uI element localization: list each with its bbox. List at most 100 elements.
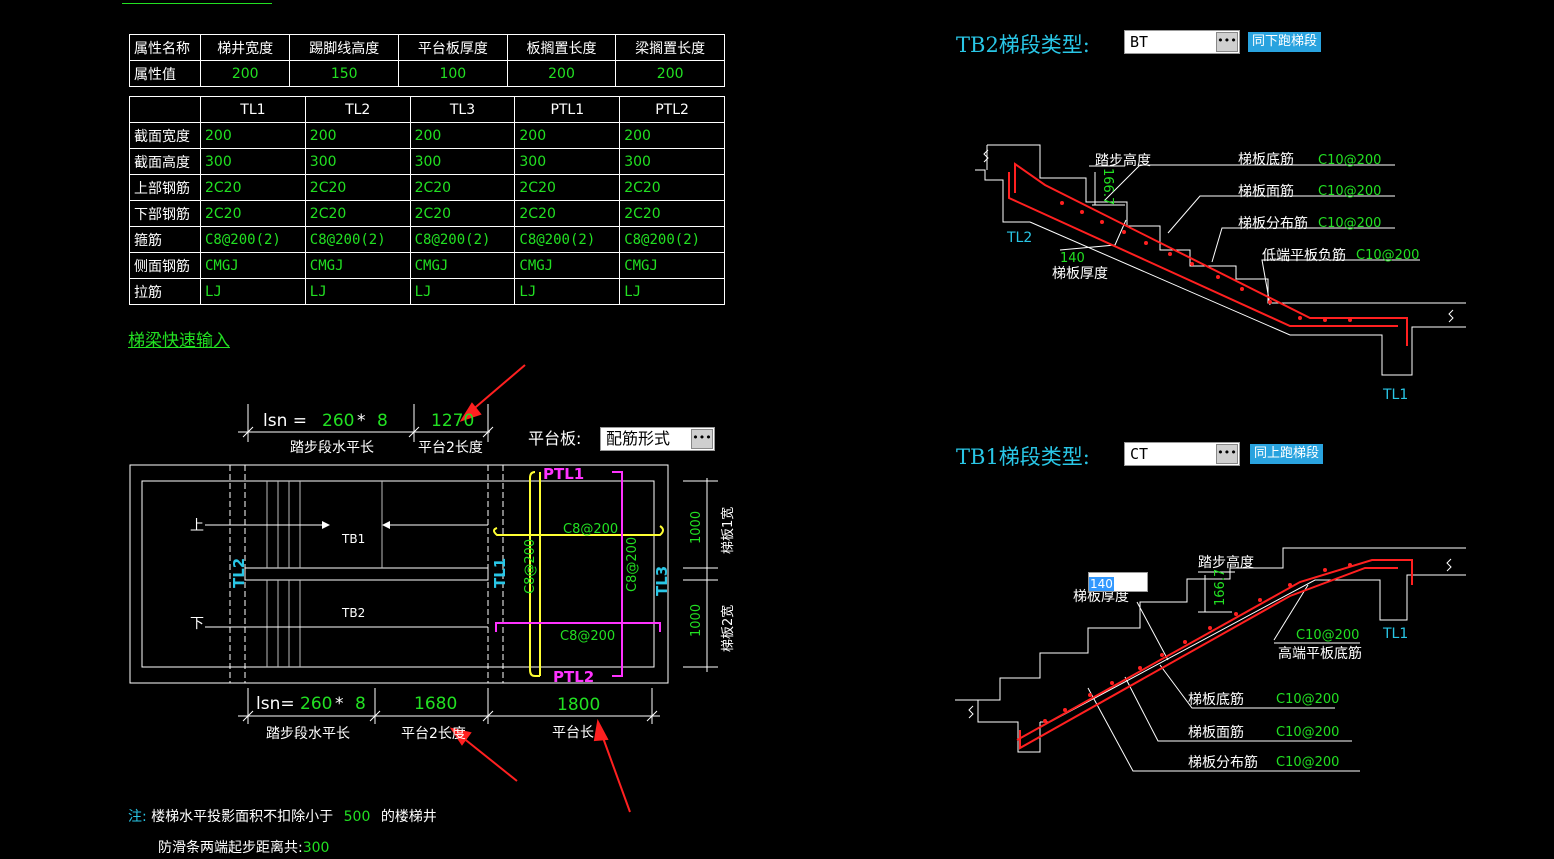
note1-prefix: 注:: [128, 809, 147, 825]
beam-cell[interactable]: 2C20: [619, 200, 725, 227]
beam-cell[interactable]: 2C20: [619, 174, 725, 201]
note1-value[interactable]: 500: [343, 809, 371, 825]
note2-text: 防滑条两端起步距离共:: [158, 840, 303, 856]
beam-cell[interactable]: CMGJ: [200, 252, 306, 279]
tb1-label-1-value[interactable]: C10@200: [1276, 725, 1339, 740]
beam-cell[interactable]: LJ: [514, 278, 621, 305]
attribute-header-row: 属性名称 梯井宽度 踢脚线高度 平台板厚度 板搁置长度 梁搁置长度: [129, 34, 725, 61]
platform-rebar-combo-value: 配筋形式: [606, 429, 671, 448]
plan-tl2-label: TL2: [230, 558, 248, 588]
note-line-1: 注: 楼梯水平投影面积不扣除小于 500 的楼梯井: [128, 806, 437, 826]
plan-tl3-label: TL3: [653, 566, 671, 596]
platform-board-label: 平台板:: [528, 429, 581, 448]
tb2-tl2-label: TL2: [1006, 230, 1032, 246]
tb2-type-more-icon[interactable]: •••: [1216, 32, 1238, 52]
tb2-label-0-value[interactable]: C10@200: [1318, 153, 1381, 168]
tb1-title: TB1梯段类型:: [956, 445, 1090, 469]
svg-text:*: *: [357, 411, 366, 431]
plan-rebar-v2[interactable]: C8@200: [625, 537, 640, 592]
attr-value-slab-thickness[interactable]: 100: [398, 60, 508, 87]
tb2-step-height-value[interactable]: 166.7: [1100, 168, 1115, 205]
tb1-thickness-input[interactable]: 140: [1088, 572, 1148, 592]
tb1-type-more-icon[interactable]: •••: [1216, 444, 1238, 464]
beam-cell[interactable]: LJ: [619, 278, 725, 305]
plan-bottom-platform2-length[interactable]: 1680: [414, 694, 457, 714]
plan-bottom-platform-length[interactable]: 1800: [557, 695, 600, 715]
svg-text:*: *: [335, 694, 344, 714]
beam-cell[interactable]: LJ: [304, 278, 411, 305]
svg-text:lsn =: lsn =: [263, 411, 307, 431]
tb2-type-combo[interactable]: BT •••: [1124, 30, 1240, 54]
beam-quick-input-link[interactable]: 梯梁快速输入: [128, 331, 230, 351]
beam-cell[interactable]: 2C20: [304, 200, 411, 227]
plan-top-step-count[interactable]: 8: [377, 411, 388, 431]
beam-cell[interactable]: C8@200(2): [304, 226, 411, 253]
plan-bottom-platform-label: 平台长: [552, 725, 594, 741]
plan-dim-1000a[interactable]: 1000: [689, 511, 704, 544]
beam-cell[interactable]: 200: [409, 122, 516, 149]
note2-value[interactable]: 300: [302, 840, 330, 856]
tb2-thickness-label: 梯板厚度: [1052, 266, 1108, 282]
attr-value-skirting-height[interactable]: 150: [289, 60, 400, 87]
attr-value-slab-bearing[interactable]: 200: [506, 60, 617, 87]
plan-top-step-label: 踏步段水平长: [290, 440, 374, 456]
plan-bottom-lsn-prefix: lsn=: [256, 694, 295, 714]
tb2-same-as-lower-button[interactable]: 同下跑梯段: [1248, 32, 1322, 52]
plan-rebar-top[interactable]: C8@200: [563, 522, 618, 537]
beam-cell[interactable]: 2C20: [409, 200, 516, 227]
tb1-high-rebar-label: 高端平板底筋: [1278, 645, 1362, 662]
beam-cell[interactable]: 300: [514, 148, 621, 175]
plan-top-platform2-length[interactable]: 1270: [431, 411, 474, 431]
plan-tb2-label: TB2: [341, 606, 365, 620]
tb1-label-0-value[interactable]: C10@200: [1276, 692, 1339, 707]
tb1-label-2-value[interactable]: C10@200: [1276, 755, 1339, 770]
beam-cell[interactable]: 300: [619, 148, 725, 175]
plan-top-step-width[interactable]: 260: [322, 411, 354, 431]
beam-cell[interactable]: LJ: [409, 278, 516, 305]
beam-cell[interactable]: LJ: [200, 278, 306, 305]
beam-cell[interactable]: CMGJ: [619, 252, 725, 279]
beam-cell[interactable]: 200: [619, 122, 725, 149]
beam-col-tl3: TL3: [409, 96, 516, 123]
attr-header-4: 板搁置长度: [506, 34, 617, 61]
plan-top-platform2-label: 平台2长度: [418, 440, 483, 456]
plan-rebar-bottom[interactable]: C8@200: [560, 629, 615, 644]
plan-up-label: 上: [190, 518, 204, 534]
plan-dim-1000b[interactable]: 1000: [689, 604, 704, 637]
beam-cell[interactable]: C8@200(2): [514, 226, 621, 253]
beam-row-label: 截面宽度: [129, 122, 201, 149]
beam-cell[interactable]: 300: [304, 148, 411, 175]
plan-bottom-step-label: 踏步段水平长: [266, 726, 350, 742]
plan-bottom-step-count[interactable]: 8: [355, 694, 366, 714]
beam-cell[interactable]: 2C20: [514, 174, 621, 201]
tb2-thickness-value[interactable]: 140: [1060, 251, 1085, 266]
tb2-title: TB2梯段类型:: [956, 33, 1090, 57]
platform-rebar-combo[interactable]: 配筋形式 •••: [600, 427, 715, 451]
beam-row-label: 拉筋: [129, 278, 201, 305]
tb2-label-2-value[interactable]: C10@200: [1318, 216, 1381, 231]
platform-rebar-more-icon[interactable]: •••: [691, 429, 713, 449]
attr-value-stairwell-width[interactable]: 200: [199, 60, 291, 87]
tb1-high-rebar-value[interactable]: C10@200: [1296, 628, 1359, 643]
attr-value-beam-bearing[interactable]: 200: [615, 60, 725, 87]
plan-tl1-label: TL1: [491, 558, 509, 588]
tb1-step-height-value[interactable]: 166.7: [1213, 569, 1228, 606]
beam-cell[interactable]: 2C20: [514, 200, 621, 227]
note1-text: 楼梯水平投影面积不扣除小于: [151, 809, 334, 825]
tb1-type-combo[interactable]: CT •••: [1124, 442, 1240, 466]
beam-row-label: 上部钢筋: [129, 174, 201, 201]
note1-suffix: 的楼梯井: [380, 809, 437, 825]
plan-ptl2-label: PTL2: [553, 668, 594, 686]
beam-cell[interactable]: C8@200(2): [200, 226, 306, 253]
tb2-label-1-value[interactable]: C10@200: [1318, 184, 1381, 199]
tb1-same-as-upper-button[interactable]: 同上跑梯段: [1250, 444, 1324, 464]
beam-cell[interactable]: 300: [200, 148, 306, 175]
tb2-label-3-name: 低端平板负筋: [1262, 247, 1346, 264]
beam-cell[interactable]: C8@200(2): [409, 226, 516, 253]
plan-rebar-v1[interactable]: C8@200: [523, 539, 538, 594]
tb2-label-3-value[interactable]: C10@200: [1356, 248, 1419, 263]
plan-bottom-step-width[interactable]: 260: [300, 694, 332, 714]
